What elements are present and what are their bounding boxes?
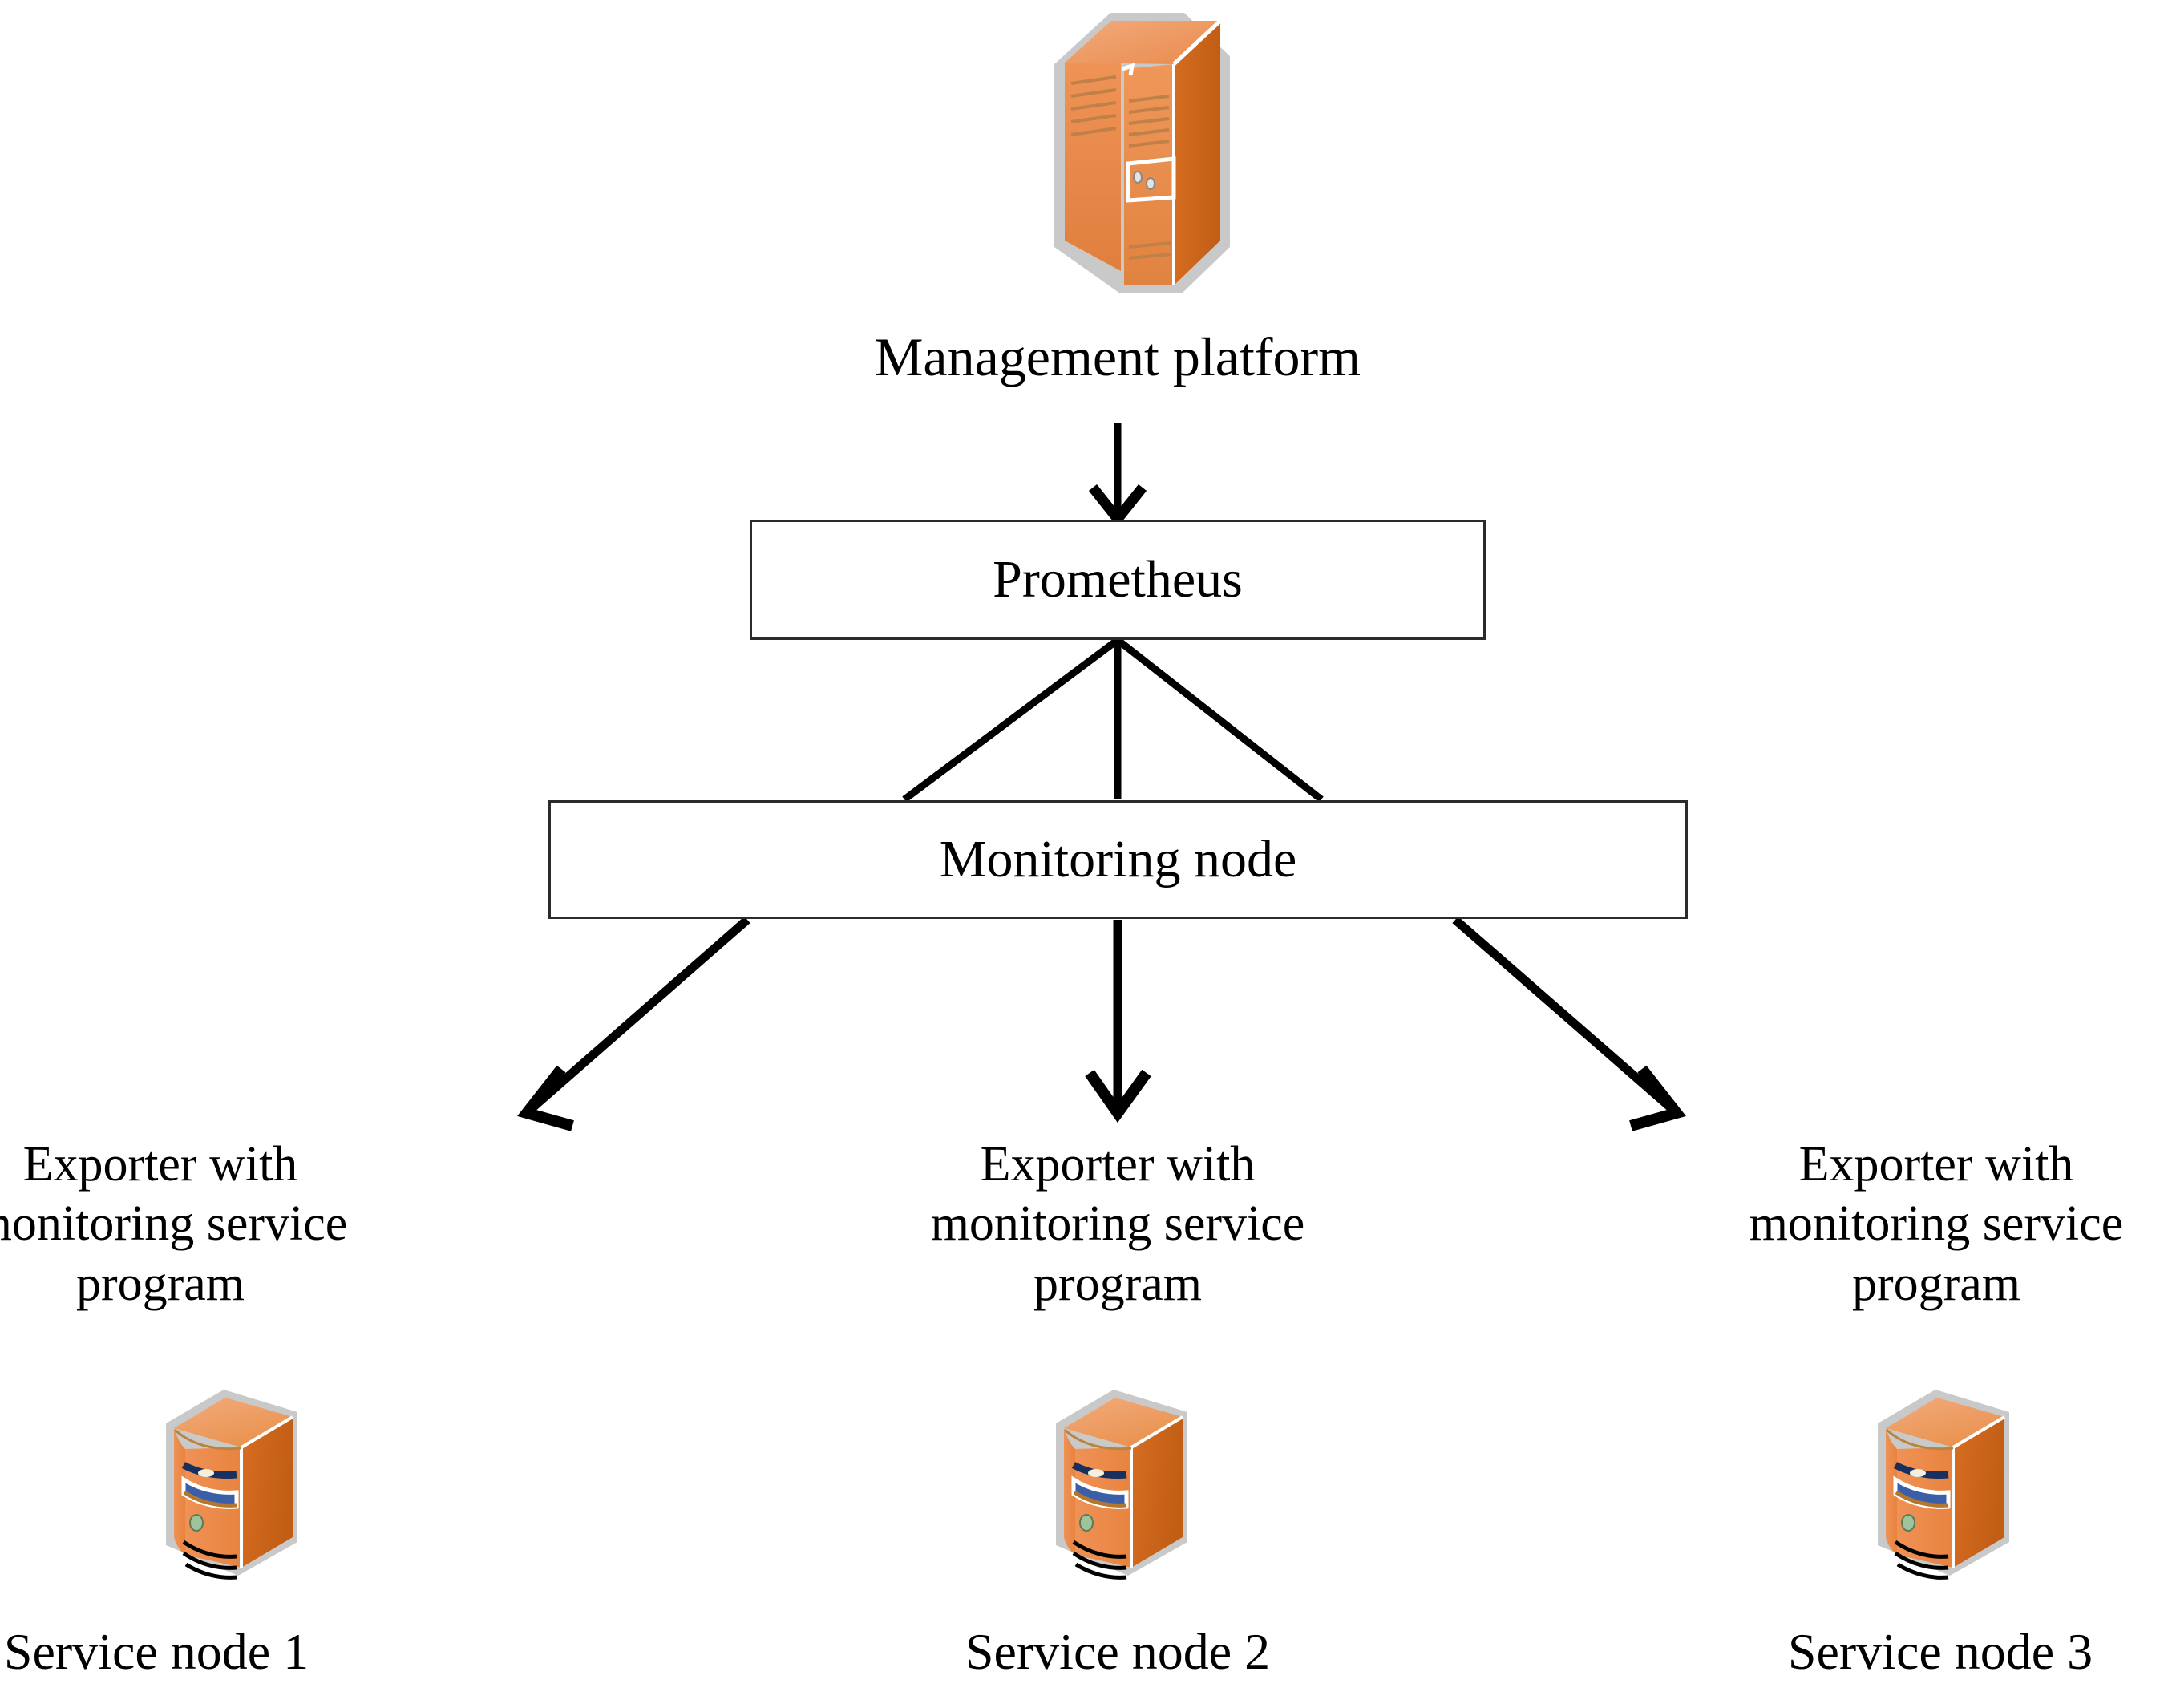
service-node-2-label: Service node 2	[965, 1623, 1271, 1680]
prometheus-label: Prometheus	[993, 550, 1243, 609]
tower-server-icon-3	[1860, 1385, 2020, 1589]
service-node-1-label: Service node 1	[3, 1623, 309, 1680]
exporter-caption-3-line2: monitoring service	[1749, 1196, 2124, 1252]
exporter-caption-3: Exporter with monitoring service program	[1712, 1135, 2161, 1313]
connector-prometheus-to-monitoring-left	[902, 637, 1120, 803]
prometheus-box[interactable]: Prometheus	[750, 520, 1486, 640]
exporter-caption-3-line1: Exporter with	[1798, 1137, 2074, 1192]
exporter-caption-1-line2: monitoring service	[0, 1196, 348, 1252]
exporter-caption-3-line3: program	[1851, 1256, 2021, 1311]
connector-monitoring-to-service-3	[1452, 916, 1686, 1131]
connector-management-to-prometheus	[1088, 423, 1147, 528]
exporter-caption-2: Exporter with monitoring service program	[893, 1135, 1342, 1313]
connector-prometheus-to-monitoring-right	[1115, 637, 1324, 803]
tower-server-icon-2	[1038, 1385, 1199, 1589]
server-rack-icon	[1004, 6, 1236, 319]
exporter-caption-1-line3: program	[75, 1256, 245, 1311]
exporter-caption-2-line1: Exporter with	[980, 1137, 1256, 1192]
exporter-caption-1: Exporter with monitoring service program	[0, 1135, 385, 1313]
management-platform-label: Management platform	[874, 326, 1361, 387]
exporter-caption-1-line1: Exporter with	[22, 1137, 298, 1192]
monitoring-node-label: Monitoring node	[939, 830, 1297, 888]
exporter-caption-2-line3: program	[1033, 1256, 1203, 1311]
tower-server-icon-1	[148, 1385, 309, 1589]
connector-monitoring-to-service-2	[1085, 920, 1151, 1123]
monitoring-node-box[interactable]: Monitoring node	[548, 800, 1688, 919]
exporter-caption-2-line2: monitoring service	[930, 1196, 1305, 1252]
service-node-3-label: Service node 3	[1787, 1623, 2093, 1680]
connector-monitoring-to-service-1	[517, 916, 750, 1131]
